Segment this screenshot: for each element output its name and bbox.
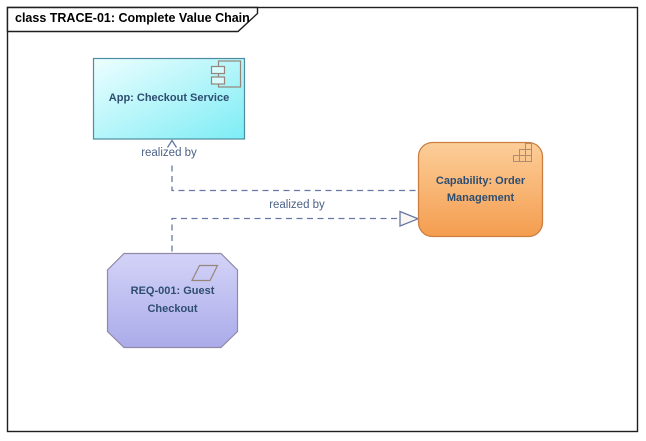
node-capability-order-management[interactable] — [417, 141, 544, 238]
connector-realized-by-app[interactable] — [166, 139, 419, 192]
node-app-checkout-service[interactable] — [92, 57, 246, 140]
node-req-001-guest-checkout[interactable] — [106, 252, 239, 349]
hollow-triangle-arrowhead — [399, 210, 420, 227]
component-icon — [210, 60, 242, 88]
capability-stairs-icon — [513, 143, 532, 162]
parallelogram-icon — [191, 264, 219, 282]
frame-border — [6, 6, 639, 433]
connector-realized-by-capability[interactable] — [171, 210, 420, 252]
open-chevron-arrowhead — [166, 139, 178, 148]
frame-tab — [6, 6, 259, 33]
